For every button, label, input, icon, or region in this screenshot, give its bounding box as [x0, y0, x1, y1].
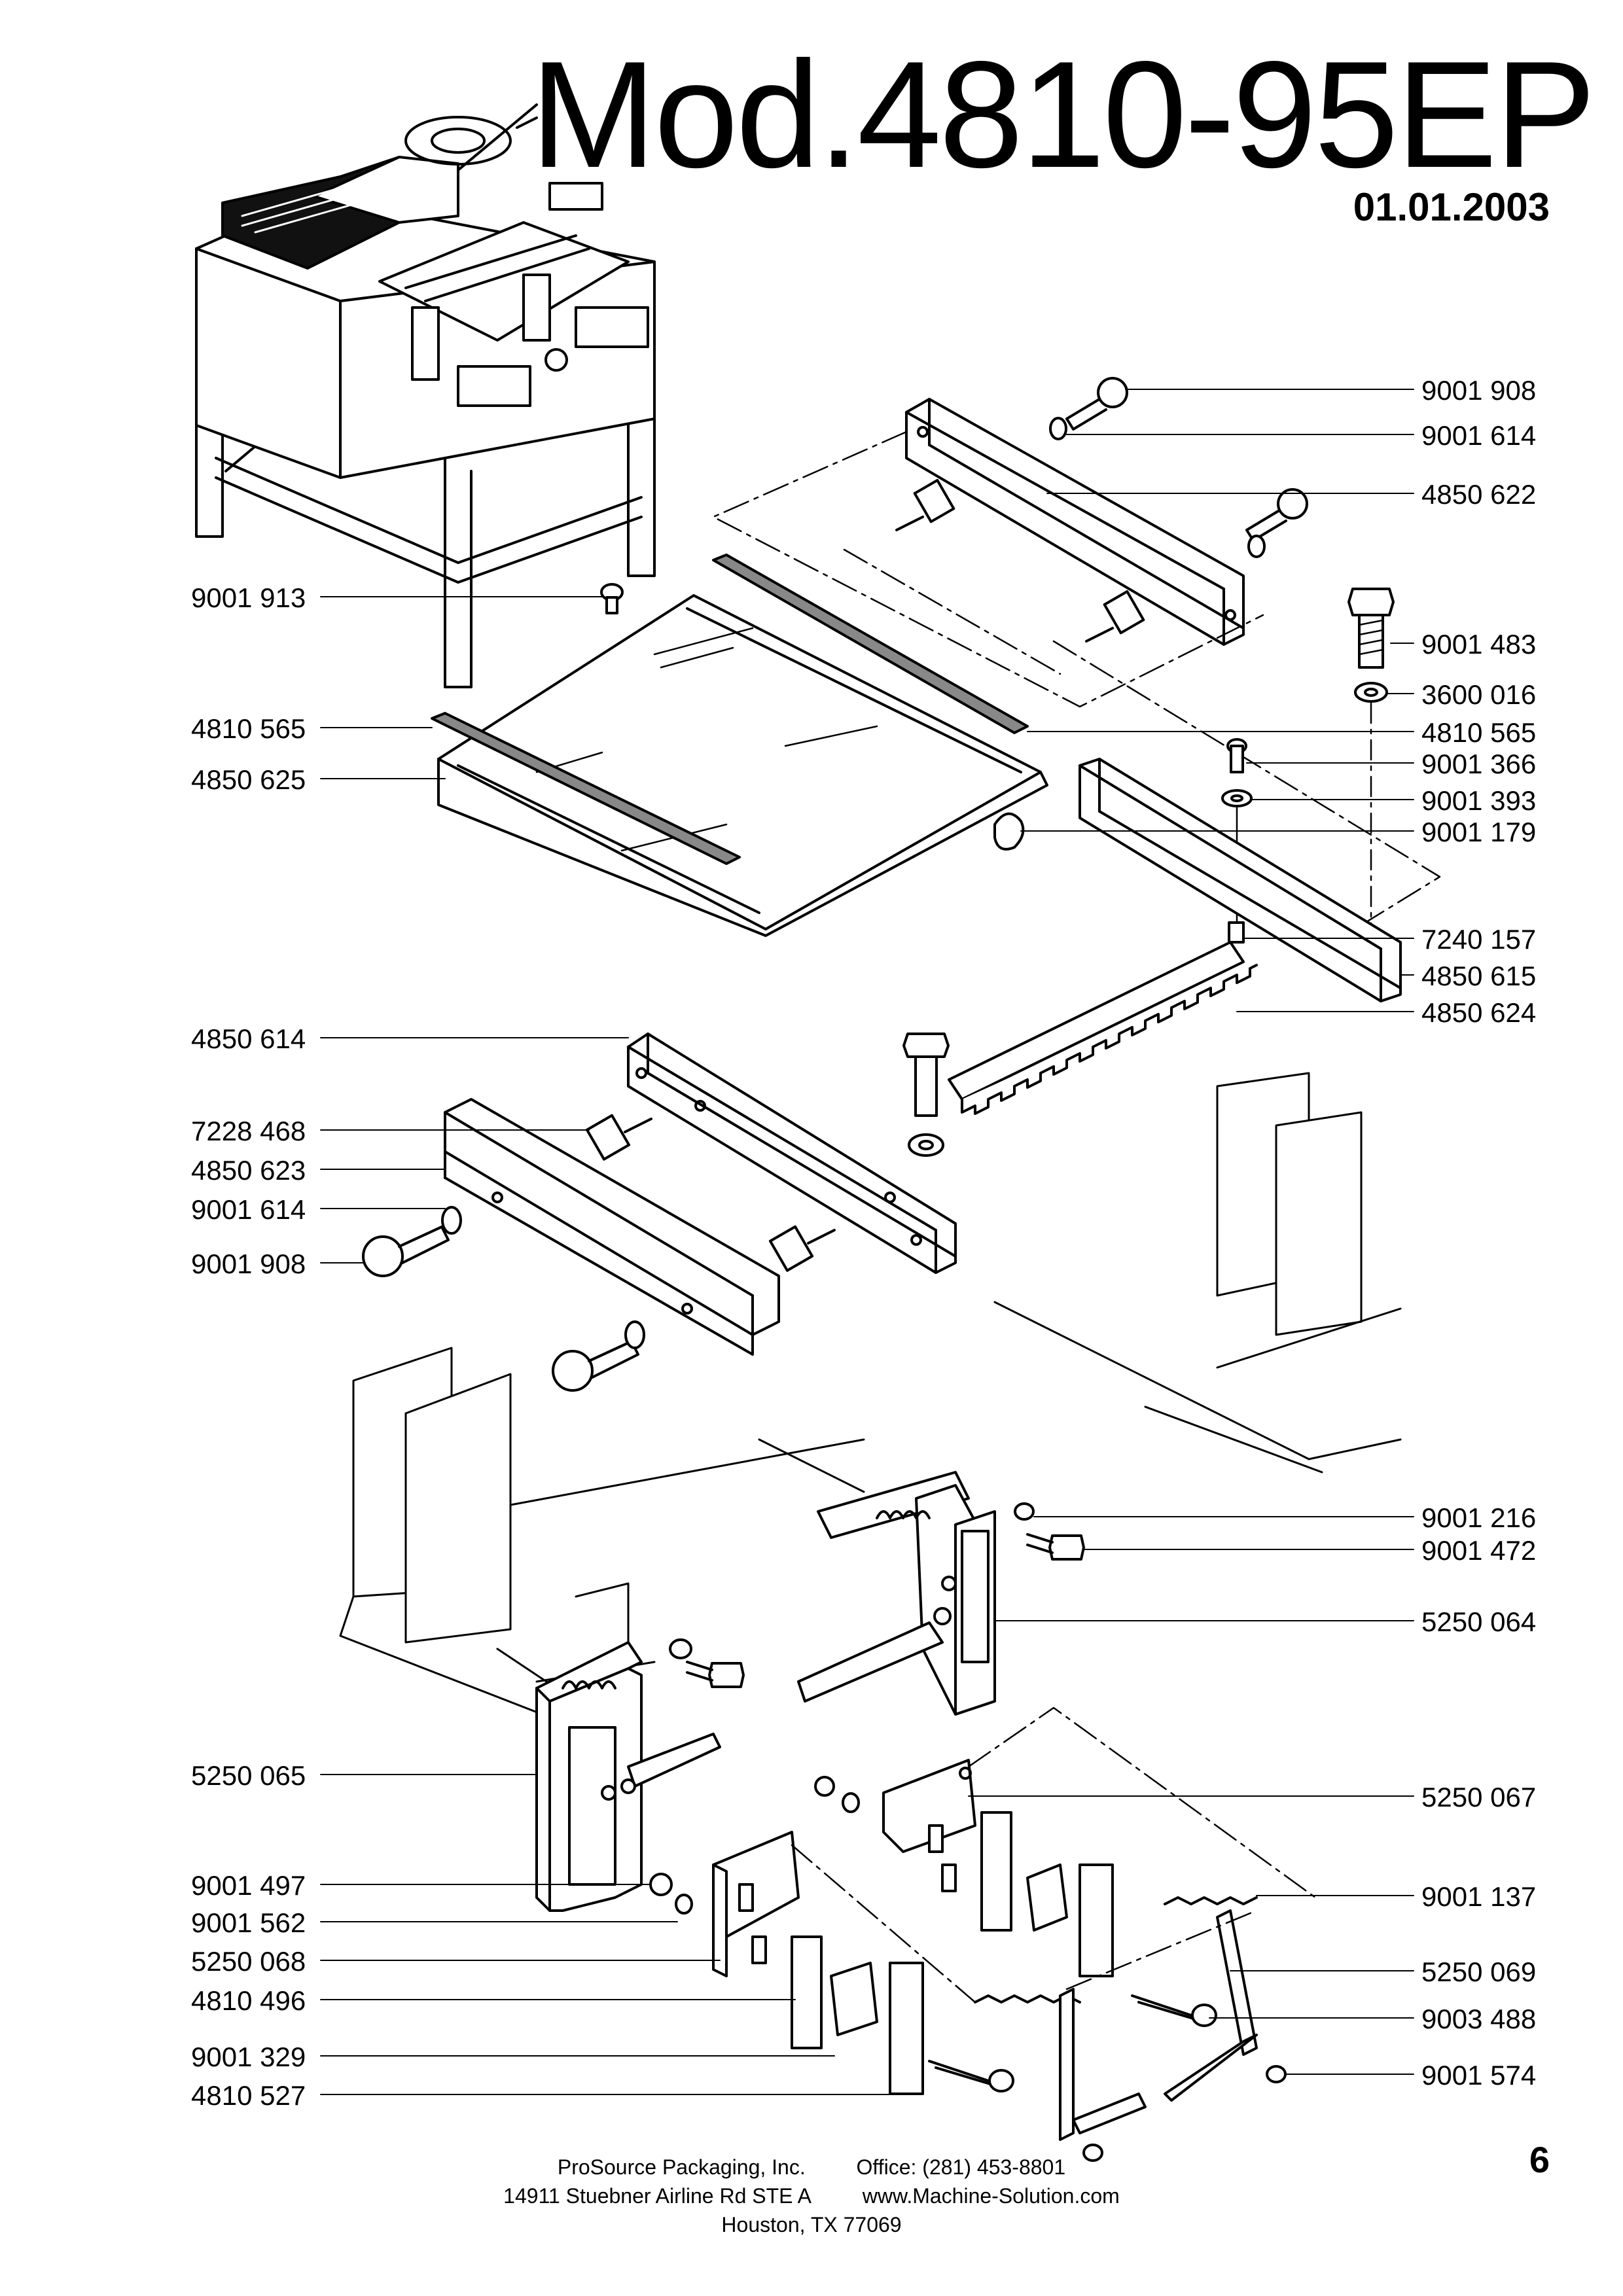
part-label: 3600 016 — [1421, 679, 1537, 710]
lever-assembly-5250-068 — [649, 1831, 1147, 2162]
footer-city: Houston, TX 77069 — [721, 2213, 902, 2236]
footer-address: 14911 Stuebner Airline Rd STE A — [503, 2184, 812, 2208]
part-label: 9001 366 — [1421, 749, 1537, 779]
rear-rail-assembly — [712, 377, 1441, 930]
leader-lines-left — [320, 596, 891, 2095]
part-label: 4810 527 — [191, 2080, 306, 2111]
part-label: 9001 908 — [191, 1248, 306, 1279]
part-label: 5250 064 — [1421, 1606, 1537, 1637]
lever-assembly-5250-064 — [797, 1471, 1085, 1716]
model-title: Mod.4810-95EP — [530, 30, 1596, 200]
part-label: 4810 496 — [191, 1985, 306, 2016]
part-label: 4850 614 — [191, 1023, 306, 1054]
leader-lines-right — [968, 389, 1414, 2075]
part-label: 9001 562 — [191, 1907, 306, 1938]
part-label: 9001 216 — [1421, 1502, 1537, 1533]
part-label: 9001 913 — [191, 582, 306, 613]
footer: ProSource Packaging, Inc. Office: (281) … — [0, 2153, 1623, 2239]
part-label: 4850 624 — [1421, 997, 1537, 1028]
part-label: 9003 488 — [1421, 2004, 1537, 2034]
lever-assembly-5250-067 — [814, 1759, 1287, 2102]
footer-website-link[interactable]: www.Machine-Solution.com — [862, 2184, 1120, 2208]
front-rail-assembly — [948, 588, 1402, 1115]
part-label: 9001 329 — [191, 2041, 306, 2072]
part-label: 9001 393 — [1421, 785, 1537, 816]
part-label: 9001 574 — [1421, 2060, 1537, 2091]
part-label: 4850 622 — [1421, 479, 1537, 510]
part-label: 4850 625 — [191, 764, 306, 795]
side-rails-assembly — [362, 1033, 957, 1392]
part-label: 4810 565 — [191, 713, 306, 744]
phantom-lines — [791, 1706, 1317, 2004]
part-label: 9001 908 — [1421, 375, 1537, 406]
part-label: 9001 614 — [191, 1194, 306, 1225]
part-label: 9001 497 — [191, 1870, 306, 1901]
part-label: 9001 483 — [1421, 629, 1537, 660]
part-label: 9001 137 — [1421, 1881, 1537, 1912]
lever-assembly-5250-065 — [535, 1638, 745, 1912]
part-label: 7228 468 — [191, 1116, 306, 1146]
part-label: 5250 065 — [191, 1760, 306, 1791]
page-number: 6 — [1529, 2139, 1550, 2180]
revision-date: 01.01.2003 — [1353, 185, 1550, 229]
part-label: 4850 623 — [191, 1155, 306, 1186]
part-label: 9001 614 — [1421, 420, 1537, 451]
part-label: 5250 068 — [191, 1946, 306, 1977]
part-label: 4810 565 — [1421, 717, 1537, 748]
machine-overview-illustration — [195, 103, 656, 688]
part-label: 4850 615 — [1421, 961, 1537, 991]
table-plate-assembly — [431, 554, 1048, 937]
part-label: 9001 179 — [1421, 817, 1537, 847]
part-label: 5250 067 — [1421, 1782, 1537, 1812]
footer-company: ProSource Packaging, Inc. — [557, 2155, 806, 2179]
part-label: 5250 069 — [1421, 1956, 1537, 1987]
part-label: 7240 157 — [1421, 924, 1537, 955]
machine-body-outline — [339, 1072, 1402, 1729]
part-label: 9001 472 — [1421, 1535, 1537, 1566]
footer-office-phone: Office: (281) 453-8801 — [856, 2155, 1066, 2179]
